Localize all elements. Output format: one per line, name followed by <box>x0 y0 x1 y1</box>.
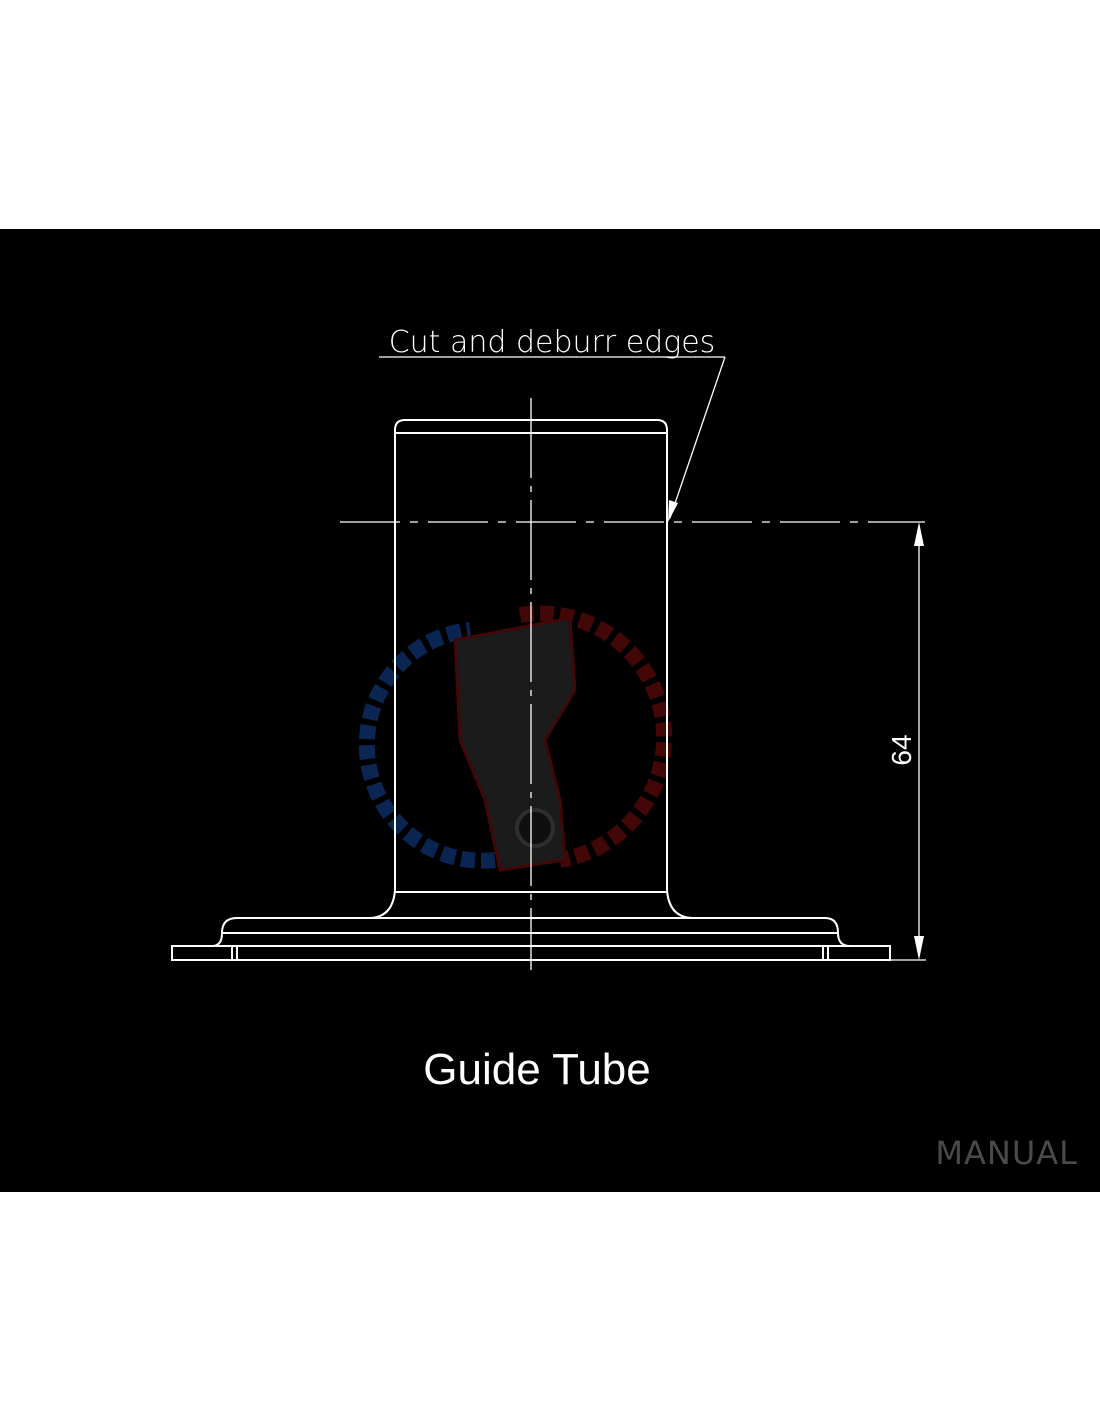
drawing-title: Guide Tube <box>423 1045 651 1094</box>
annotation-text: Cut and deburr edges <box>389 325 716 360</box>
dimension-label: 64 <box>886 734 917 765</box>
construction-lines <box>340 356 926 970</box>
leader-line <box>669 356 726 519</box>
arrowheads <box>668 500 924 960</box>
logo-watermark <box>358 605 673 872</box>
manual-watermark: MANUAL <box>935 1134 1078 1172</box>
